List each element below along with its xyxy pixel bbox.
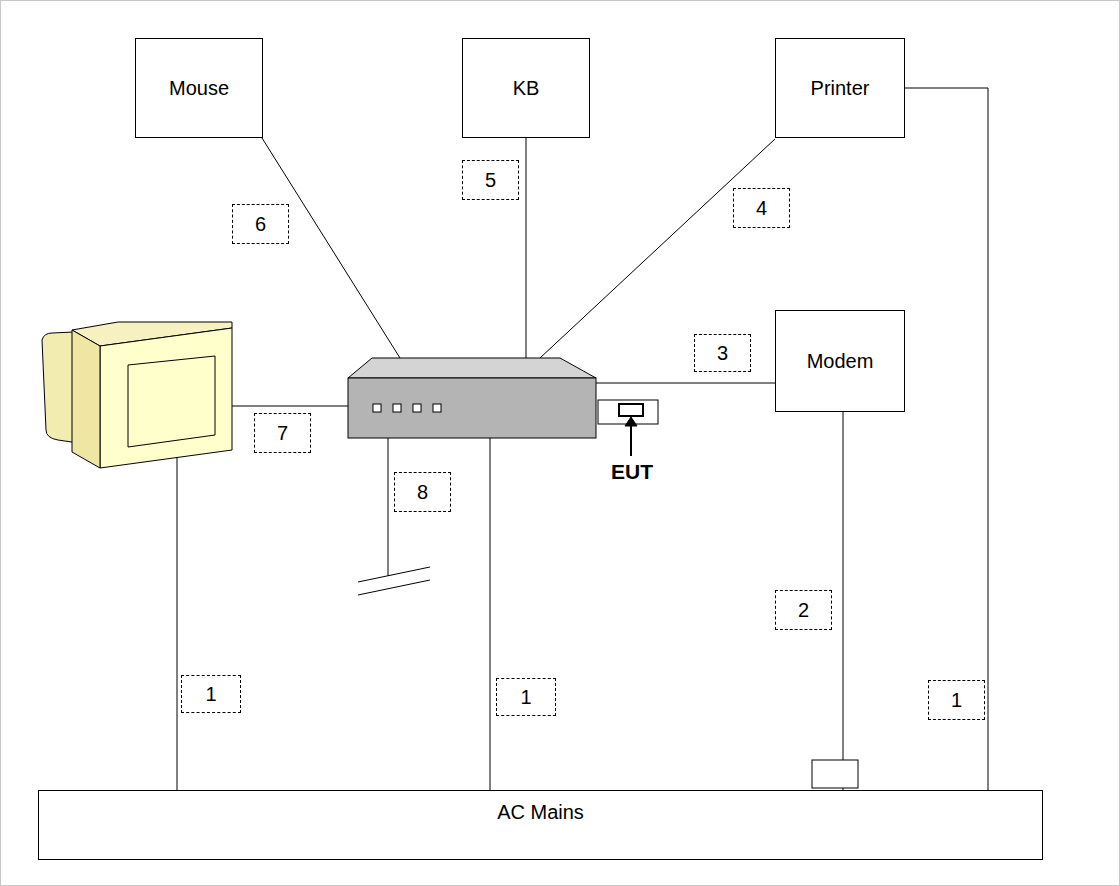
pc-light: [373, 404, 381, 412]
eut-slot: [598, 400, 658, 424]
part-label: EUT: [606, 458, 658, 486]
monitor-illustration: [42, 322, 232, 468]
callout-number: 3: [694, 334, 751, 372]
peripheral-box: Modem: [775, 310, 905, 412]
node-label: Modem: [799, 346, 882, 377]
wall-plug: [812, 760, 858, 788]
callout-number: 1: [181, 675, 241, 713]
power-cord: [843, 412, 844, 790]
peripheral-box: KB: [462, 38, 590, 138]
callout-number: 8: [394, 472, 451, 512]
monitor-cable: [232, 406, 348, 407]
pc-light: [393, 404, 401, 412]
callout-number: 7: [254, 413, 311, 453]
keyboard-cable: [526, 138, 527, 358]
peripheral-box: Mouse: [135, 38, 263, 138]
power-cord: [905, 88, 988, 790]
eut-pointer-head: [625, 417, 637, 426]
peripheral-box: Printer: [775, 38, 905, 138]
mains-bar: AC Mains: [38, 790, 1043, 860]
pc-power-cord: [490, 438, 491, 790]
cable-wires: [177, 138, 775, 790]
pc-body: [348, 378, 596, 438]
ground-symbol: [358, 567, 430, 582]
pc-illustration: [348, 358, 658, 456]
callout-number: 4: [733, 188, 790, 228]
node-label: Mouse: [161, 73, 237, 104]
monitor-front: [100, 328, 232, 468]
pc-light: [433, 404, 441, 412]
callout-number: 1: [496, 678, 556, 716]
node-label: Printer: [803, 73, 878, 104]
monitor-side: [72, 330, 100, 468]
eut-card: [619, 404, 643, 416]
monitor-power-cord: [177, 455, 178, 790]
node-label: KB: [505, 73, 548, 104]
modem-cable: [596, 383, 775, 384]
printer-cable: [540, 139, 775, 358]
callout-number: 5: [462, 160, 519, 200]
ground-wire: [388, 438, 389, 576]
monitor-screen: [128, 356, 215, 447]
pc-top: [348, 358, 596, 378]
ground-symbol: [358, 580, 430, 595]
pc-light: [413, 404, 421, 412]
callout-number: 1: [928, 680, 985, 720]
node-label: AC Mains: [489, 797, 592, 828]
mouse-cable: [262, 138, 400, 358]
callout-number: 6: [232, 204, 289, 244]
eut-pointer: [630, 424, 632, 456]
callout-number: 2: [775, 590, 832, 630]
